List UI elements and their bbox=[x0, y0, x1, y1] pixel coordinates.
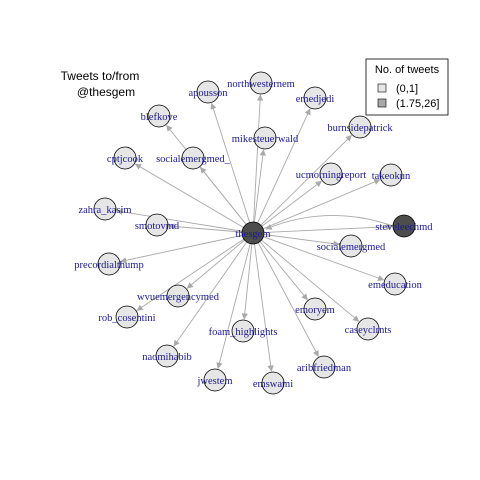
node-label-jwestem: jwestem bbox=[197, 376, 233, 387]
edge-thesgem-to-zahra_kasim bbox=[116, 208, 254, 234]
node-label-takeokun: takeokun bbox=[372, 171, 411, 182]
node-burnsidepatrick bbox=[348, 115, 372, 139]
node-label-naomihabib: naomihabib bbox=[142, 352, 192, 363]
legend-swatch-low bbox=[377, 83, 387, 93]
edge-thesgem-to-emedjedi bbox=[252, 108, 311, 234]
node-label-smotovmd: smotovmd bbox=[135, 221, 180, 232]
node-label-apousson: apousson bbox=[188, 88, 228, 99]
edge-thesgem-to-emoryem bbox=[252, 232, 308, 301]
legend-swatch-high bbox=[377, 98, 387, 108]
legend-label-low: (0,1] bbox=[396, 83, 418, 95]
edge-thesgem-to-jwestem bbox=[216, 232, 254, 369]
node-label-socialemergmed: socialemergmed bbox=[317, 242, 386, 253]
edge-thesgem-to-cptjcook bbox=[134, 163, 254, 234]
edge-thesgem-to-apousson bbox=[210, 102, 254, 234]
node-blefkove bbox=[147, 104, 171, 128]
edge-steveleechmd-to-thesgem bbox=[265, 215, 394, 230]
node-label-wvuemergencymed: wvuemergencymed bbox=[137, 292, 220, 303]
edge-thesgem-to-foam_highlights bbox=[241, 232, 254, 320]
legend-title: No. of tweets bbox=[375, 64, 440, 76]
node-precordialthump bbox=[97, 252, 121, 276]
node-label-emedjedi: emedjedi bbox=[296, 94, 335, 105]
edge-thesgem-to-socialemergmed bbox=[252, 232, 340, 247]
node-label-cptjcook: cptjcook bbox=[107, 154, 144, 165]
diagram-title: Tweets to/from @thesgem bbox=[61, 69, 140, 99]
node-northwesternem bbox=[249, 71, 273, 95]
node-emswami bbox=[261, 371, 285, 395]
node-label-thesgem: thesgem bbox=[236, 229, 271, 240]
node-takeokun bbox=[379, 163, 403, 187]
node-emoryem bbox=[303, 297, 327, 321]
title-line-2: @thesgem bbox=[77, 85, 135, 99]
node-label-emswami: emswami bbox=[253, 379, 293, 390]
node-label-precordialthump: precordialthump bbox=[74, 260, 143, 271]
node-label-ucmorningreport: ucmorningreport bbox=[296, 170, 367, 181]
edge-thesgem-to-wvuemergencymed bbox=[186, 232, 254, 289]
node-label-socialemergmed_: socialemergmed_ bbox=[156, 154, 231, 165]
node-naomihabib bbox=[155, 344, 179, 368]
node-label-northwesternem: northwesternem bbox=[227, 79, 295, 90]
edge-thesgem-to-steveleechmd bbox=[252, 223, 393, 234]
node-thesgem bbox=[241, 221, 265, 245]
node-smotovmd bbox=[145, 213, 169, 237]
node-socialemergmed_ bbox=[181, 146, 205, 170]
node-label-emeducation: emeducation bbox=[368, 280, 422, 291]
node-label-rob_cosentini: rob_cosentini bbox=[98, 313, 155, 324]
title-line-1: Tweets to/from bbox=[61, 69, 140, 83]
node-emedjedi bbox=[303, 86, 327, 110]
node-socialemergmed bbox=[339, 234, 363, 258]
nodes bbox=[93, 71, 416, 395]
node-label-caseyclrnts: caseyclrnts bbox=[345, 325, 392, 336]
node-foam_highlights bbox=[231, 319, 255, 343]
node-label-emoryem: emoryem bbox=[295, 305, 335, 316]
edge-thesgem-to-caseyclrnts bbox=[252, 232, 360, 322]
edge-thesgem-to-smotovmd bbox=[168, 223, 254, 234]
edge-thesgem-to-northwesternem bbox=[252, 94, 264, 234]
node-ucmorningreport bbox=[319, 162, 343, 186]
node-label-blefkove: blefkove bbox=[141, 112, 178, 123]
node-label-aribfriedman: aribfriedman bbox=[297, 363, 352, 374]
node-rob_cosentini bbox=[115, 305, 139, 329]
node-label-steveleechmd: steveleechmd bbox=[375, 222, 433, 233]
node-steveleechmd bbox=[392, 214, 416, 238]
edge-thesgem-to-naomihabib bbox=[173, 232, 254, 347]
edge-thesgem-to-emswami bbox=[252, 232, 274, 372]
node-aribfriedman bbox=[312, 355, 336, 379]
node-label-foam_highlights: foam_highlights bbox=[209, 327, 278, 338]
edge-thesgem-to-burnsidepatrick bbox=[252, 135, 352, 234]
node-emeducation bbox=[383, 272, 407, 296]
edges bbox=[116, 94, 394, 372]
node-cptjcook bbox=[113, 146, 137, 170]
legend-label-high: (1.75,26] bbox=[396, 98, 439, 110]
legend: No. of tweets (0,1] (1.75,26] bbox=[365, 58, 449, 116]
edge-thesgem-to-takeokun bbox=[252, 178, 381, 234]
node-zahra_kasim bbox=[93, 197, 117, 221]
node-label-mikesteuerwald: mikesteuerwald bbox=[232, 134, 299, 145]
edge-thesgem-to-ucmorningreport bbox=[252, 180, 322, 234]
edge-thesgem-to-emeducation bbox=[252, 232, 385, 281]
node-caseyclrnts bbox=[356, 317, 380, 341]
node-wvuemergencymed bbox=[166, 284, 190, 308]
node-apousson bbox=[196, 80, 220, 104]
node-label-burnsidepatrick: burnsidepatrick bbox=[327, 123, 393, 134]
edge-thesgem-to-mikesteuerwald bbox=[252, 149, 266, 234]
edge-thesgem-to-aribfriedman bbox=[252, 232, 319, 357]
node-jwestem bbox=[203, 368, 227, 392]
edge-thesgem-to-socialemergmed_ bbox=[200, 166, 254, 234]
node-label-zahra_kasim: zahra_kasim bbox=[78, 205, 131, 216]
edge-thesgem-to-rob_cosentini bbox=[136, 232, 254, 311]
node-labels: thesgem steveleechmd apoussonnorthwesterne… bbox=[74, 79, 433, 390]
edge-thesgem-to-precordialthump bbox=[120, 232, 254, 264]
node-mikesteuerwald bbox=[253, 126, 277, 150]
